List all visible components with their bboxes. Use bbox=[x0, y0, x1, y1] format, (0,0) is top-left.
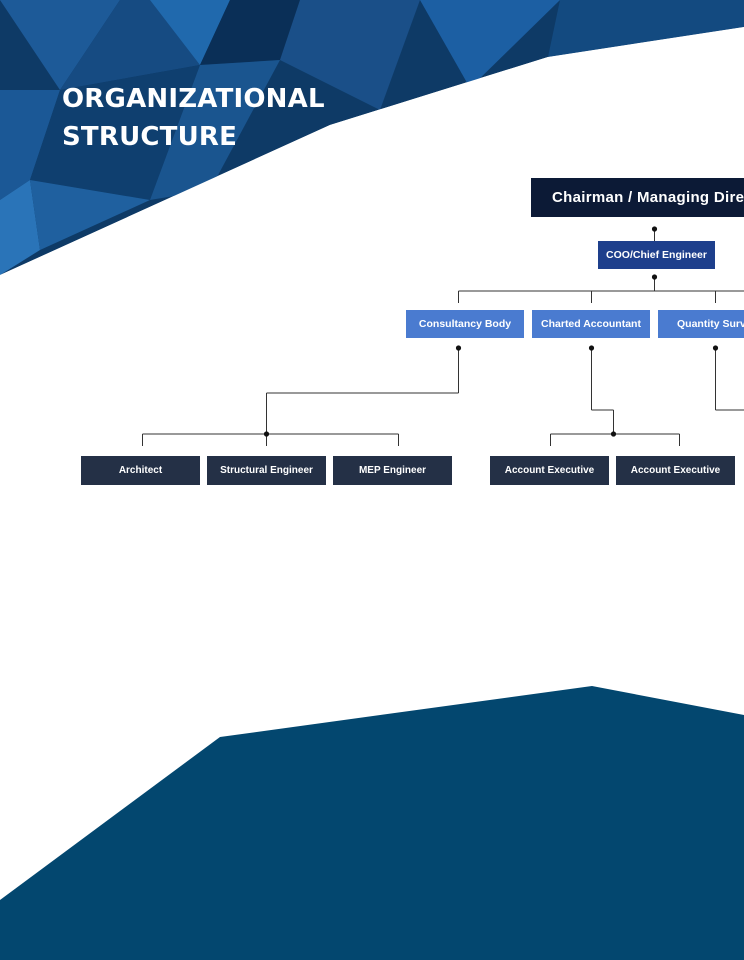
org-node-account-executive-2: Account Executive bbox=[616, 456, 735, 485]
header-facet bbox=[60, 0, 200, 90]
header-facet bbox=[280, 0, 420, 110]
header-facet bbox=[0, 90, 60, 200]
header-facet bbox=[30, 180, 150, 250]
footer-shape bbox=[0, 686, 744, 960]
connector-dot bbox=[651, 274, 658, 280]
header-facet bbox=[30, 65, 200, 200]
org-node-architect: Architect bbox=[81, 456, 200, 485]
header-facet bbox=[548, 0, 744, 57]
connector-dot bbox=[588, 345, 595, 351]
org-node-quantity-surveyor: Quantity Surveyor bbox=[658, 310, 744, 338]
header-facet bbox=[0, 0, 120, 90]
header-facet bbox=[420, 0, 560, 88]
header-facet bbox=[150, 60, 280, 200]
connector-dot bbox=[651, 226, 658, 232]
org-node-mep-engineer: MEP Engineer bbox=[333, 456, 452, 485]
header-facet bbox=[200, 0, 300, 65]
connector-dot bbox=[712, 345, 719, 351]
page-title-line-1: ORGANIZATIONAL bbox=[62, 84, 325, 114]
org-node-consultancy-body: Consultancy Body bbox=[406, 310, 524, 338]
org-node-charted-accountant: Charted Accountant bbox=[532, 310, 650, 338]
connector-dot bbox=[455, 345, 462, 351]
connector-dot bbox=[610, 431, 617, 437]
page-title-line-2: STRUCTURE bbox=[62, 122, 238, 152]
org-node-coo: COO/Chief Engineer bbox=[598, 241, 715, 269]
org-node-structural-engineer: Structural Engineer bbox=[207, 456, 326, 485]
org-node-chairman: Chairman / Managing Director bbox=[531, 178, 744, 217]
connector-dot bbox=[263, 431, 270, 437]
header-facet bbox=[0, 180, 40, 275]
page-title: ORGANIZATIONAL STRUCTURE bbox=[62, 80, 325, 156]
org-node-account-executive-1: Account Executive bbox=[490, 456, 609, 485]
